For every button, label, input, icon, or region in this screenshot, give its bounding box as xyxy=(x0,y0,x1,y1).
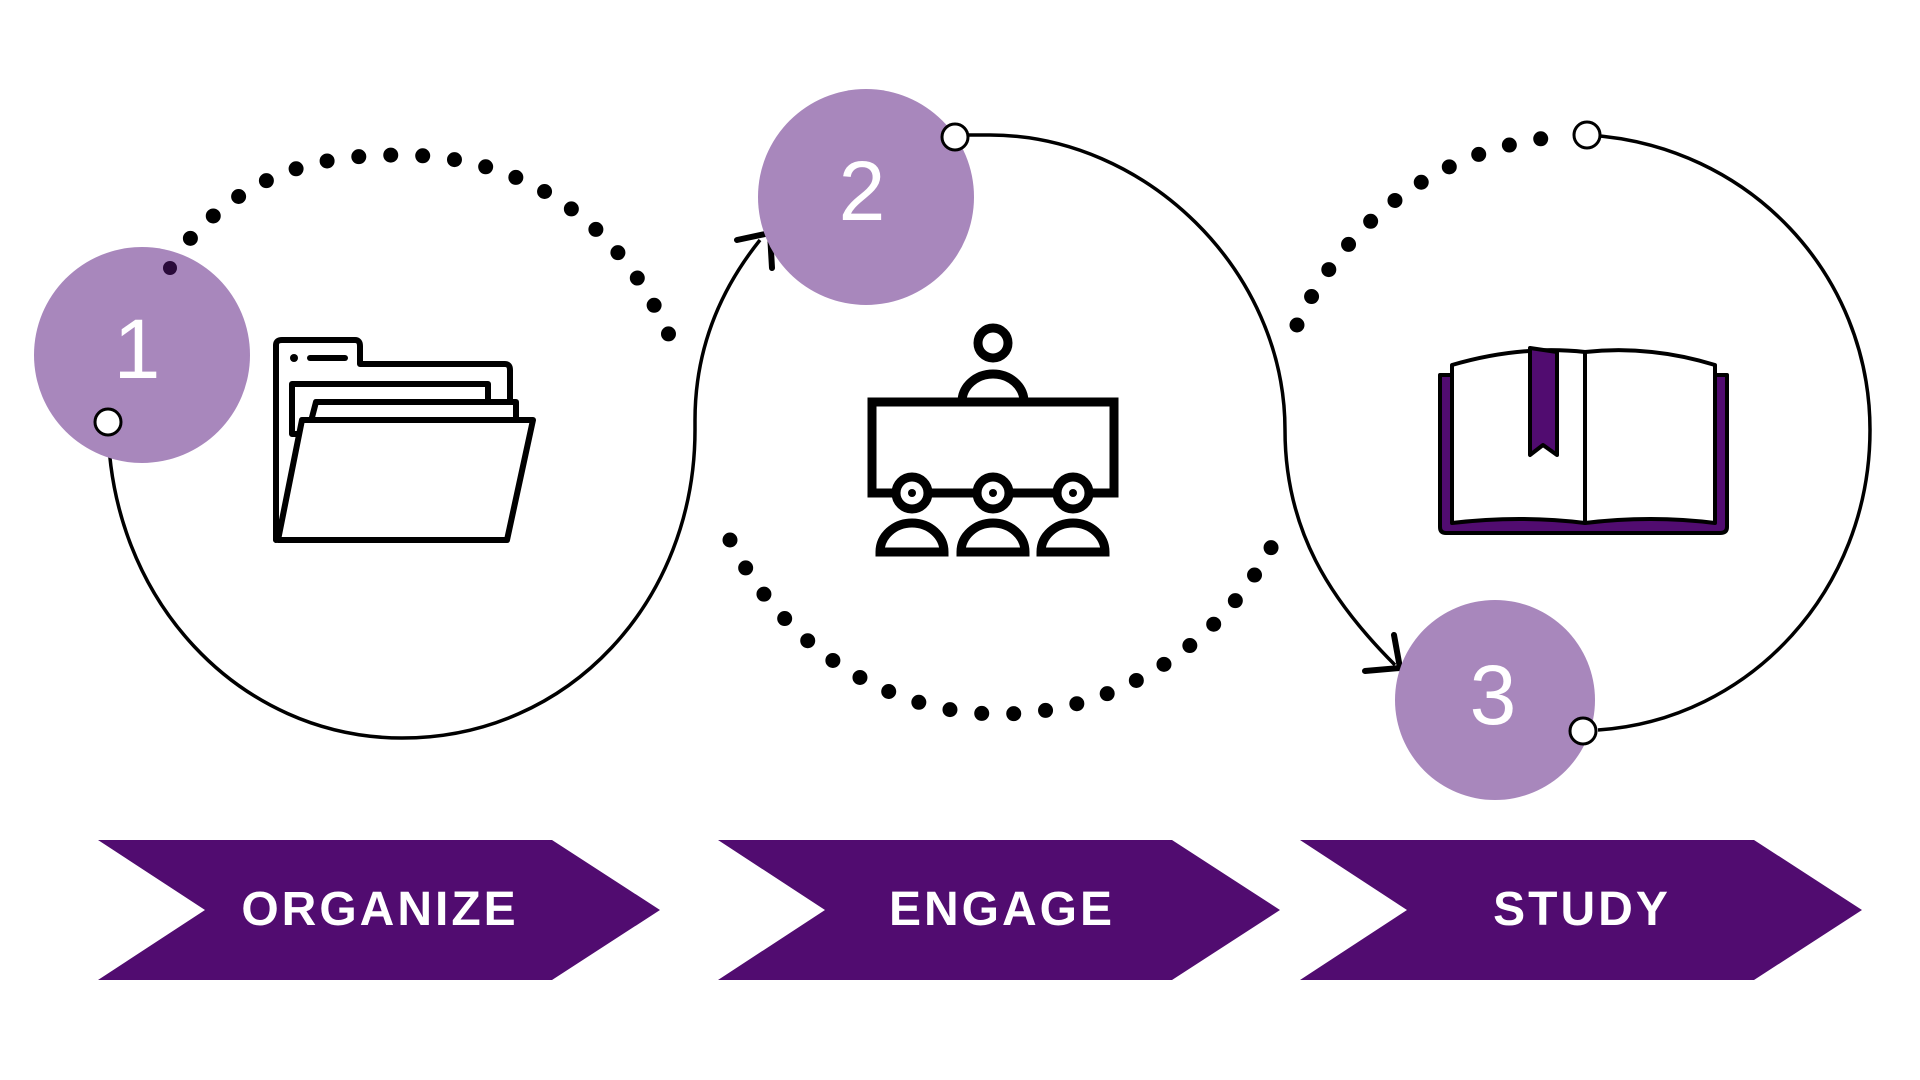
step-2-number: 2 xyxy=(839,144,886,238)
path-end-rings xyxy=(93,120,1602,746)
audience xyxy=(875,472,1110,557)
banner-organize-shape xyxy=(98,840,660,980)
step-3-circle xyxy=(1395,600,1595,800)
connector-1-solid xyxy=(106,238,762,740)
ring-step-3-bottom xyxy=(1568,716,1598,746)
audience-eye-2 xyxy=(989,489,997,497)
dotted-arc-1 xyxy=(162,147,688,370)
book-bookmark xyxy=(1528,346,1559,457)
banner-study-shape xyxy=(1300,840,1862,980)
folder-front xyxy=(275,417,536,543)
ring-step-1 xyxy=(93,407,123,437)
audience-body-2 xyxy=(956,518,1030,557)
step-1-marker: 1 xyxy=(34,247,250,463)
ring-step-2 xyxy=(940,122,970,152)
connector-2-solid xyxy=(955,133,1397,667)
presenter-head xyxy=(973,323,1013,363)
dotted-arcs xyxy=(162,129,1563,722)
audience-body-3 xyxy=(1036,518,1110,557)
banner-engage-label: ENGAGE xyxy=(889,883,1115,936)
connector-lines xyxy=(106,133,1872,740)
banner-study-label: STUDY xyxy=(1493,883,1671,936)
step-3-number: 3 xyxy=(1470,648,1517,742)
arrow-head-to-step-3 xyxy=(1362,632,1403,674)
banner-engage-shape xyxy=(718,840,1280,980)
folder-tab-dot xyxy=(290,354,298,362)
dotted-arc-3 xyxy=(1289,129,1563,333)
book-icon xyxy=(1438,346,1729,535)
step-2-circle xyxy=(758,89,974,305)
step-2-marker: 2 xyxy=(758,89,974,305)
step-1-number: 1 xyxy=(114,302,161,396)
audience-eye-3 xyxy=(1069,489,1077,497)
banner-study: STUDY xyxy=(1300,840,1862,980)
step-1-circle xyxy=(34,247,250,463)
banner-engage: ENGAGE xyxy=(718,840,1280,980)
banner-organize-label: ORGANIZE xyxy=(241,883,518,936)
dot-step-1 xyxy=(163,261,177,275)
audience-eye-1 xyxy=(908,489,916,497)
book-left-page xyxy=(1450,348,1587,525)
dotted-arc-2 xyxy=(722,532,1283,722)
classroom-icon xyxy=(867,323,1119,557)
connector-3-solid xyxy=(1587,133,1872,732)
book-right-page xyxy=(1583,348,1717,525)
presenter-body xyxy=(957,369,1029,407)
ring-step-3-top xyxy=(1572,120,1602,150)
audience-body-1 xyxy=(875,518,949,557)
step-3-marker: 3 xyxy=(1395,600,1595,800)
folder-icon xyxy=(273,337,536,543)
banner-organize: ORGANIZE xyxy=(98,840,660,980)
